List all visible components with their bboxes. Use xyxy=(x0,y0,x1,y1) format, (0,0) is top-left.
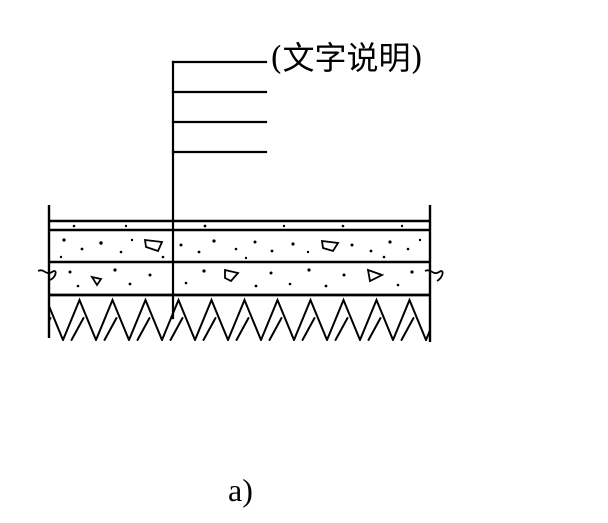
aggregate-stone xyxy=(320,239,340,253)
annotation-text: (文字说明) xyxy=(270,39,423,77)
soil-hatch-chevron xyxy=(95,297,130,341)
figure-caption: a) xyxy=(228,472,253,508)
soil-hatch-chevron xyxy=(359,297,394,341)
soil-hatch-stroke xyxy=(367,317,382,341)
soil-hatch-chevron xyxy=(128,297,163,341)
aggregate-specks xyxy=(59,224,422,288)
left-break-mark xyxy=(37,269,57,281)
break-marks xyxy=(37,269,444,282)
soil-hatch-chevron xyxy=(62,297,97,341)
leader-lines xyxy=(171,60,268,320)
concrete-layers xyxy=(49,260,430,297)
soil-hatch-chevron xyxy=(194,297,229,341)
surface-layer xyxy=(49,219,430,232)
aggregate-stones xyxy=(90,238,385,287)
soil-hatch-stroke xyxy=(435,318,447,340)
right-break-mark xyxy=(424,269,444,282)
soil-hatch-stroke xyxy=(169,317,184,341)
soil-hatch-chevron xyxy=(326,297,361,341)
aggregate-stone xyxy=(143,238,164,253)
soil-hatch-stroke xyxy=(235,317,250,341)
soil-hatch-stroke xyxy=(202,317,217,341)
aggregate-stone xyxy=(224,268,240,283)
soil-hatch-chevron xyxy=(227,297,262,341)
soil-hatch-chevron xyxy=(260,297,295,341)
soil-hatch xyxy=(49,297,447,341)
soil-hatch-stroke xyxy=(268,317,283,341)
soil-hatch-chevron xyxy=(392,297,427,341)
soil-hatch-stroke xyxy=(334,317,349,341)
soil-hatch-stroke xyxy=(136,317,151,341)
soil-hatch-chevron xyxy=(49,303,64,341)
soil-hatch-stroke xyxy=(301,317,316,341)
aggregate-stone xyxy=(90,275,103,287)
aggregate-stone xyxy=(366,268,385,283)
soil-hatch-chevron xyxy=(161,297,196,341)
soil-hatch-chevron xyxy=(293,297,328,341)
aggregate-texture xyxy=(59,224,422,288)
soil-hatch-stroke xyxy=(103,317,118,341)
soil-hatch-stroke xyxy=(70,317,85,341)
soil-hatch-stroke xyxy=(400,317,415,341)
section-boundaries xyxy=(47,205,432,342)
